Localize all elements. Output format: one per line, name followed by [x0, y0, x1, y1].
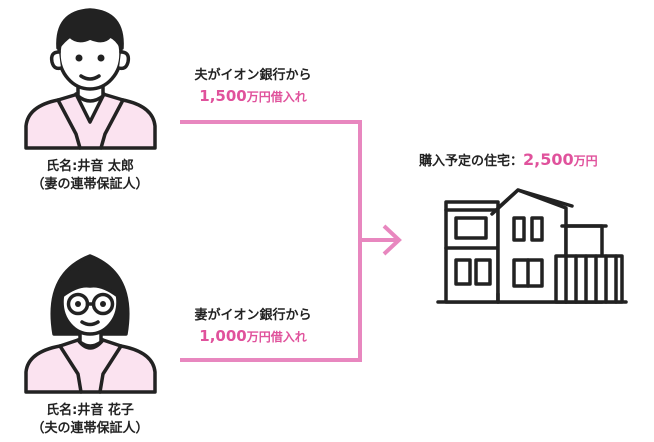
husband-role: （妻の連帯保証人）: [31, 177, 149, 192]
wife-loan-lender: 妻がイオン銀行から: [194, 308, 312, 323]
wife-loan-amount-line: 1,000万円借入れ: [168, 326, 338, 347]
wife-loan-text: 妻がイオン銀行から 1,000万円借入れ: [168, 306, 338, 347]
wife-loan-amount: 1,000: [199, 327, 247, 345]
husband-connector-line: [180, 120, 362, 362]
wife-name: 氏名:井音 花子: [46, 403, 134, 418]
husband-caption: 氏名:井音 太郎 （妻の連帯保証人）: [10, 158, 170, 194]
wife-role: （夫の連帯保証人）: [31, 421, 149, 436]
husband-loan-amount-line: 1,500万円借入れ: [168, 86, 338, 107]
husband-loan-amount: 1,500: [199, 87, 247, 105]
wife-loan-unit: 万円借入れ: [246, 330, 307, 344]
house-title: 購入予定の住宅：2,500万円: [419, 150, 598, 169]
husband-loan-text: 夫がイオン銀行から 1,500万円借入れ: [168, 66, 338, 107]
connector-diagram: [180, 120, 402, 362]
wife-caption: 氏名:井音 花子 （夫の連帯保証人）: [10, 402, 170, 438]
husband-loan-lender: 夫がイオン銀行から: [194, 68, 312, 83]
husband-loan-unit: 万円借入れ: [246, 90, 307, 104]
husband-name: 氏名:井音 太郎: [46, 159, 134, 174]
house-illustration: [436, 188, 628, 304]
house-price: 2,500: [523, 150, 574, 169]
wife-illustration: [24, 254, 157, 394]
house-price-unit: 万円: [573, 154, 598, 168]
house-label: 購入予定の住宅：: [419, 154, 524, 169]
arrow-right-icon: [382, 224, 402, 256]
husband-illustration: [24, 8, 157, 150]
